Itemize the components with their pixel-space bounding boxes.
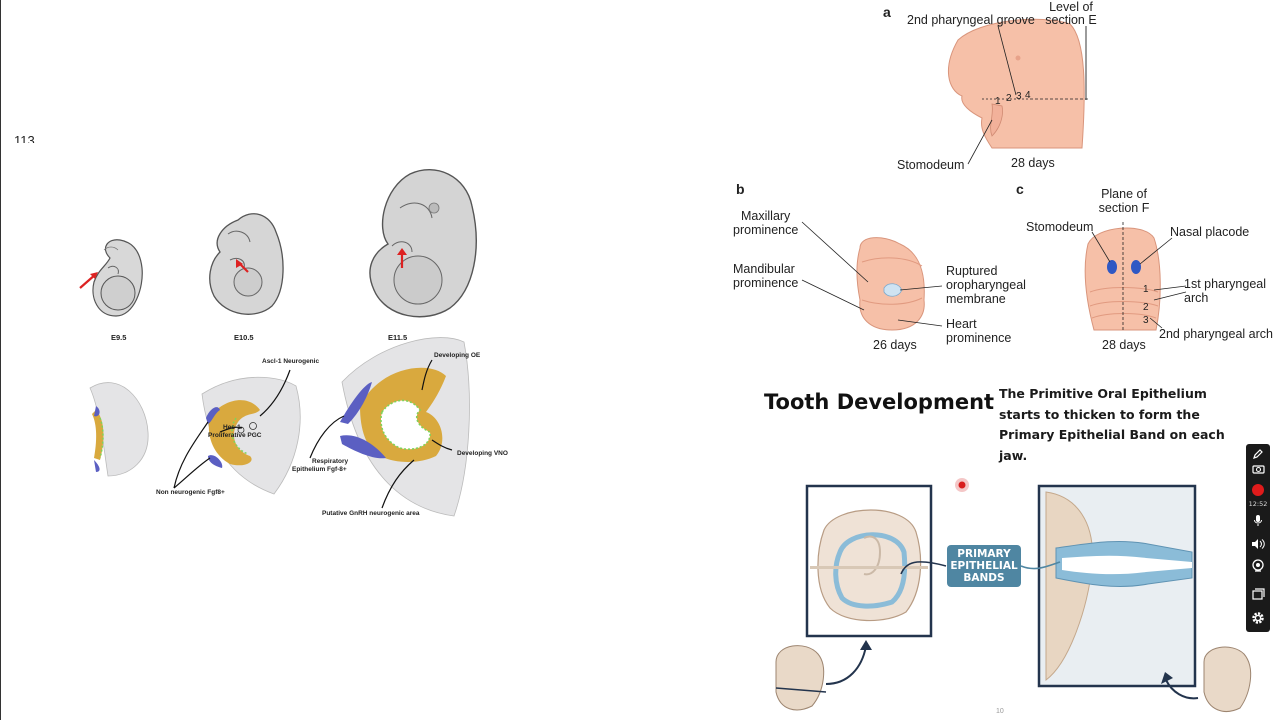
maxillary-label-line2: prominence	[733, 223, 799, 237]
age-label-b: 26 days	[873, 338, 917, 352]
tooth-illustration	[775, 478, 1252, 712]
tooth-development-slide: Tooth Development The Primitive Oral Epi…	[756, 362, 1258, 720]
hes1-label-line2: Proliferative PGC	[208, 432, 262, 439]
groove-label: 2nd pharyngeal groove	[907, 13, 1035, 27]
speaker-icon[interactable]	[1246, 534, 1270, 554]
window-icon[interactable]	[1246, 584, 1270, 604]
respiratory-label-line1: Respiratory	[312, 458, 349, 465]
arch-c-number-3: 3	[1143, 315, 1149, 326]
embryo-e11-5	[369, 169, 477, 318]
arch-c-number-1: 1	[1143, 284, 1149, 295]
slide-page-number: 10	[996, 708, 1004, 715]
camera-icon[interactable]	[1246, 458, 1270, 478]
stage-e9-5-label: E9.5	[111, 333, 127, 342]
recording-toolbar: 12:52	[1246, 444, 1270, 632]
pen-icon[interactable]	[1246, 444, 1270, 464]
gnrh-area-label: Putative GnRH neurogenic area	[322, 510, 420, 517]
panel-b-letter: b	[736, 181, 745, 197]
panel-c-letter: c	[1016, 181, 1024, 197]
arch-number-4: 4	[1025, 90, 1031, 101]
heart-label-line2: prominence	[946, 331, 1012, 345]
ruptured-label-line1: Ruptured	[946, 264, 998, 278]
section-e11-5	[340, 337, 470, 517]
arch-c-number-2: 2	[1143, 302, 1149, 313]
tooth-description: The Primitive Oral Epithelium starts to …	[999, 386, 1225, 463]
mic-icon[interactable]	[1246, 510, 1270, 530]
first-arch-label-line2: arch	[1184, 291, 1209, 305]
mandibular-label-line1: Mandibular	[733, 262, 795, 276]
maxillary-label-line1: Maxillary	[741, 209, 791, 223]
ruptured-label-line2: oropharyngeal	[946, 278, 1026, 292]
band-label-line2: EPITHELIAL	[950, 560, 1018, 572]
arch-number-2: 2	[1006, 93, 1012, 104]
webcam-icon[interactable]	[1246, 556, 1270, 576]
arch-number-3: 3	[1016, 91, 1022, 102]
human-embryo-figure	[801, 18, 1187, 331]
heart-label-line1: Heart	[946, 317, 977, 331]
ascl1-label: Ascl-1 Neurogenic	[262, 358, 320, 365]
age-label-a: 28 days	[1011, 156, 1055, 170]
primary-epithelial-bands-label: PRIMARY EPITHELIAL BANDS	[947, 545, 1021, 587]
hes1-label-line1: Hes-1	[223, 424, 241, 431]
band-label-line1: PRIMARY	[957, 548, 1011, 560]
ruptured-label-line3: membrane	[946, 292, 1006, 306]
stage-e10-5-label: E10.5	[234, 333, 254, 342]
mandibular-label-line2: prominence	[733, 276, 799, 290]
stomodeum-label-a: Stomodeum	[897, 158, 965, 172]
embryo-e10-5	[209, 213, 284, 315]
developing-vno-label: Developing VNO	[457, 450, 508, 457]
stomodeum-label-c: Stomodeum	[1026, 220, 1094, 234]
band-label-line3: BANDS	[963, 572, 1005, 584]
section-e10-5	[201, 376, 301, 495]
cropped-page-number: 113	[14, 134, 35, 143]
embryo-e9-5	[92, 239, 143, 317]
leader-lines	[173, 359, 453, 509]
first-arch-label-line1: 1st pharyngeal	[1184, 277, 1267, 291]
plane-label-line2: section F	[1098, 201, 1150, 215]
left-edge-line	[0, 0, 1, 720]
panel-a-letter: a	[883, 4, 891, 20]
embryo-26-days-frontal	[801, 221, 943, 331]
respiratory-label-line2: Epithelium Fgf-8+	[292, 466, 347, 473]
embryo-28-days-lateral	[947, 18, 1090, 165]
developing-oe-label: Developing OE	[434, 352, 481, 359]
mouse-embryo-figure	[79, 169, 477, 517]
age-label-c: 28 days	[1102, 338, 1146, 352]
gear-icon[interactable]	[1246, 608, 1270, 628]
tooth-title: Tooth Development	[764, 390, 995, 414]
level-label-line1: Level of	[1049, 0, 1093, 14]
second-arch-label: 2nd pharyngeal arch	[1159, 327, 1273, 341]
nasal-placode-label: Nasal placode	[1170, 225, 1250, 239]
stage-e11-5-label: E11.5	[388, 333, 408, 342]
section-e9-5	[89, 382, 149, 477]
non-neurogenic-label: Non neurogenic Fgf8+	[156, 489, 225, 496]
record-icon[interactable]	[1246, 480, 1270, 500]
plane-label-line1: Plane of	[1101, 187, 1147, 201]
arch-number-1: 1	[995, 96, 1001, 107]
recording-time: 12:52	[1248, 500, 1268, 508]
level-label-line2: section E	[1045, 13, 1097, 27]
embryo-28-days-frontal	[1084, 222, 1187, 331]
